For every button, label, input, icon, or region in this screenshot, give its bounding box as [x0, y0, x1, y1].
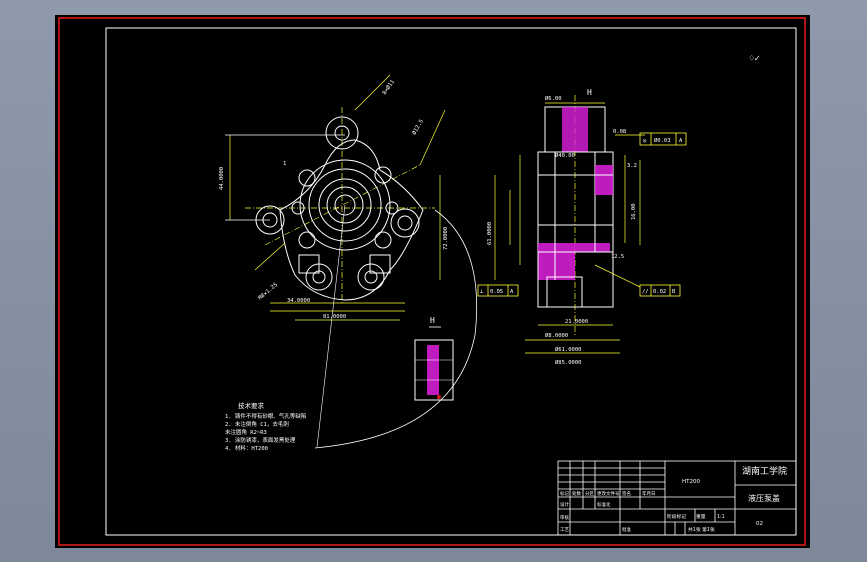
tolerance-symbol: ⊥: [480, 289, 484, 295]
dim-label: Ø61.0000: [555, 346, 582, 353]
tolerance-value: 0.05: [490, 289, 503, 295]
cad-canvas: ♢✓: [58, 17, 806, 546]
leader-line: [316, 204, 346, 448]
header-cell: 更改文件号: [597, 490, 620, 497]
note-line: 1. 铸件不得有砂眼、气孔等缺陷: [225, 412, 306, 420]
dim-label: Ø40.00: [555, 152, 575, 159]
tolerance-symbol: //: [642, 289, 649, 295]
dim-label: M8×1.25: [257, 282, 279, 302]
header-cell: 标记: [560, 490, 569, 497]
header-cell: 分区: [585, 490, 594, 497]
tolerance-frame-3: // 0.02 B: [639, 284, 681, 297]
title-block-text: 湖南工学院 液压泵盖 HT200 02 1:1 共1张 第1张 阶段标记 重量 …: [560, 465, 787, 533]
roughness-label: 12.5: [611, 254, 624, 260]
outer-frame: [58, 17, 806, 546]
dim-label: 8×Ø11: [381, 79, 396, 97]
part-name: 液压泵盖: [748, 493, 780, 503]
right-view-dimensions: [494, 102, 645, 354]
weight-label: 重量: [696, 513, 706, 520]
dim-label: Ø12.5: [411, 118, 425, 136]
role-cell: 标准化: [597, 501, 611, 508]
detail-view-h: H: [414, 316, 454, 401]
stage-label: 阶段标记: [667, 513, 686, 520]
role-cell: 批准: [622, 526, 631, 533]
note-line: 3. 涂防锈漆，表面发黑处理: [225, 436, 296, 444]
drawing-number: 02: [756, 521, 763, 527]
inner-border: [105, 27, 797, 536]
sheet-info: 共1张 第1张: [688, 526, 715, 533]
header-cell: 签名: [622, 490, 631, 497]
right-view-labels: Ø6.00 Ø40.00 61.0000 16.00 21.0000 Ø8.00…: [487, 95, 637, 366]
leader-arc: [314, 209, 478, 449]
role-cell: 设计: [560, 501, 569, 508]
tolerance-symbol: ◎: [643, 138, 647, 144]
title-block: [557, 460, 797, 536]
roughness-label: 3.2: [627, 163, 637, 169]
tolerance-frame-1: ◎ Ø0.03 A: [639, 132, 687, 146]
dim-label: 72.0000: [443, 227, 449, 250]
school-name: 湖南工学院: [742, 465, 787, 477]
left-view: [245, 107, 435, 305]
tolerance-value: 0.02: [653, 289, 666, 295]
tolerance-datum: A: [679, 138, 683, 144]
tolerance-datum: B: [672, 289, 676, 295]
section-label: H: [587, 88, 592, 97]
dim-label: 16.00: [631, 203, 637, 220]
dim-label: 0.08: [613, 129, 626, 135]
balloon-label: 1: [283, 161, 286, 167]
role-cell: 工艺: [560, 527, 569, 533]
dim-label: 61.0000: [487, 222, 493, 245]
note-line: 4. 材料：HT200: [225, 444, 268, 452]
note-line: 未注圆角 R2~R3: [225, 428, 267, 436]
dim-label: 21.0000: [565, 319, 588, 325]
role-cell: 审核: [560, 514, 569, 521]
dim-label: 34.0000: [287, 298, 310, 304]
header-cell: 年月日: [642, 490, 656, 497]
header-cell: 处数: [572, 490, 581, 497]
dim-label: Ø85.0000: [555, 359, 582, 366]
tolerance-frame-2: ⊥ 0.05 A: [477, 284, 519, 297]
tolerance-datum: A: [510, 289, 514, 295]
material-label: HT200: [682, 479, 700, 485]
detail-label: H: [430, 316, 435, 325]
drawing-sheet: ♢✓: [55, 15, 810, 548]
left-view-dimensions: [225, 74, 446, 321]
check-mark: ♢✓: [749, 54, 760, 64]
dim-label: Ø8.0000: [545, 332, 568, 339]
note-line: 2. 未注倒角 C1，去毛刺: [225, 420, 289, 428]
right-view: H: [537, 88, 614, 335]
tolerance-value: Ø0.03: [654, 137, 671, 144]
dim-label: 44.0000: [219, 167, 225, 190]
scale-label: 1:1: [717, 514, 725, 520]
dim-label: 81.0000: [323, 314, 346, 320]
technical-notes: 技术要求 1. 铸件不得有砂眼、气孔等缺陷 2. 未注倒角 C1，去毛刺 未注圆…: [225, 401, 306, 452]
dim-label: Ø6.00: [545, 95, 562, 102]
notes-heading: 技术要求: [238, 401, 265, 410]
